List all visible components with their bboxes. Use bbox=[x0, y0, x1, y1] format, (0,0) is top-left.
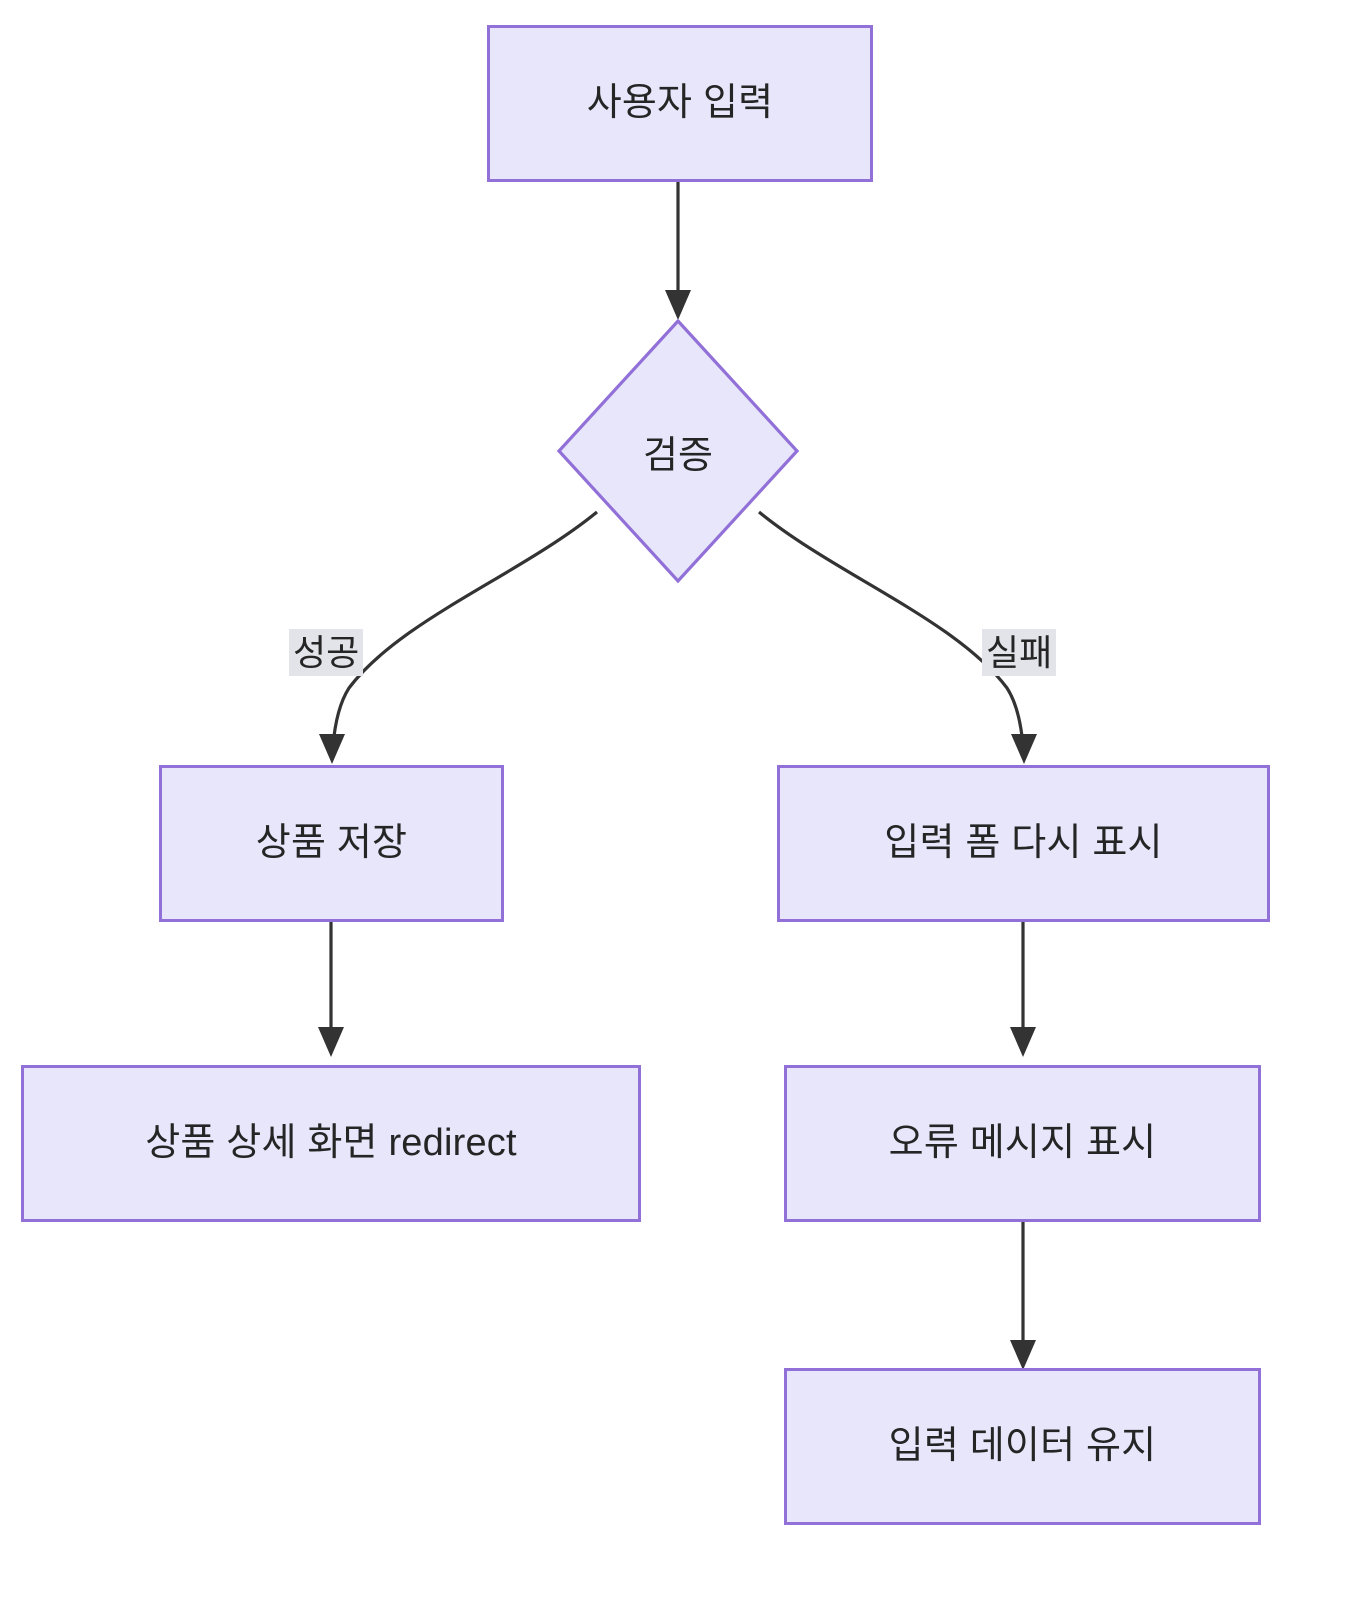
edge-label-failure-text: 실패 bbox=[986, 632, 1053, 673]
edge-user-input-to-validation bbox=[665, 182, 691, 320]
edge-validation-to-save-product bbox=[319, 510, 599, 764]
node-validation-label: 검증 bbox=[643, 434, 713, 477]
edge-label-success-text: 성공 bbox=[293, 632, 360, 673]
edge-redisplay-form-to-show-error bbox=[1010, 922, 1036, 1057]
edge-show-error-to-keep-input-data bbox=[1010, 1222, 1036, 1370]
diamond-shape bbox=[556, 318, 800, 584]
node-redirect-detail[interactable]: 상품 상세 화면 redirect bbox=[21, 1065, 641, 1222]
node-show-error[interactable]: 오류 메시지 표시 bbox=[784, 1065, 1261, 1222]
edge-label-success: 성공 bbox=[289, 629, 364, 676]
node-validation[interactable]: 검증 bbox=[556, 318, 800, 584]
node-keep-input-data[interactable]: 입력 데이터 유지 bbox=[784, 1368, 1261, 1525]
node-redisplay-form[interactable]: 입력 폼 다시 표시 bbox=[777, 765, 1270, 922]
edge-save-product-to-redirect-detail bbox=[318, 922, 344, 1057]
node-save-product[interactable]: 상품 저장 bbox=[159, 765, 504, 922]
node-user-input-label: 사용자 입력 bbox=[586, 81, 774, 124]
edge-label-failure: 실패 bbox=[982, 629, 1057, 676]
node-keep-input-data-label: 입력 데이터 유지 bbox=[888, 1424, 1157, 1467]
edge-validation-to-redisplay-form bbox=[757, 510, 1037, 764]
node-save-product-label: 상품 저장 bbox=[255, 821, 408, 864]
node-user-input[interactable]: 사용자 입력 bbox=[487, 25, 873, 182]
node-redisplay-form-label: 입력 폼 다시 표시 bbox=[884, 821, 1163, 864]
node-redirect-detail-label: 상품 상세 화면 redirect bbox=[145, 1121, 517, 1164]
node-show-error-label: 오류 메시지 표시 bbox=[888, 1121, 1157, 1164]
